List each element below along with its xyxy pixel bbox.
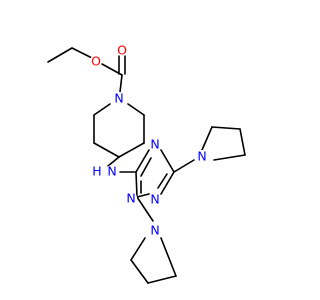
- triazine-nitrogen-5-label: N: [126, 191, 135, 206]
- bond-carbonyl-n: [119, 74, 123, 93]
- bond-tri-pyrr-bottom: [136, 196, 154, 222]
- bond-pip-n-c2: [93, 103, 111, 116]
- bond-pip-c3-c4: [93, 142, 120, 158]
- bond-tri-c2-n1: [135, 149, 150, 173]
- triazine-nitrogen-3-label: N: [150, 192, 159, 207]
- bond-tri-c6-n5: [160, 171, 175, 195]
- bond-tri-n5-c4: [136, 193, 150, 198]
- atom-labels: O O N N H N N N N N: [90, 43, 208, 238]
- triazine-nitrogen-1-label: N: [150, 137, 159, 152]
- bond-ethyl-o: [71, 47, 93, 59]
- bond-pyrr-top-3: [239, 128, 246, 156]
- pyrrolidine-top-nitrogen-label: N: [197, 149, 206, 164]
- molecule-structure: O O N N H N N N N N: [47, 43, 246, 284]
- ester-oxygen-label: O: [91, 54, 101, 69]
- bond-pyrr-top-1: [201, 126, 213, 151]
- bond-tri-inner-1: [140, 157, 152, 177]
- amine-nitrogen-label: N: [107, 164, 116, 179]
- bond-pyrr-top-4: [213, 154, 246, 161]
- pyrrolidine-bottom-nitrogen-label: N: [150, 223, 159, 238]
- amine-hydrogen-label: H: [92, 164, 101, 179]
- bond-tri-n1-c6: [160, 149, 175, 173]
- piperidine-nitrogen-label: N: [114, 91, 123, 106]
- bond-c4-nh: [107, 156, 120, 167]
- bond-pyrr-bottom-2: [130, 259, 149, 284]
- bond-tri-pyrr-top: [173, 159, 195, 173]
- bond-pip-c6-n: [127, 103, 145, 116]
- bond-pyrr-bottom-4: [160, 237, 177, 277]
- bond-tri-inner-2: [157, 173, 168, 189]
- bond-tri-c4-n3: [135, 171, 138, 198]
- bond-pyrr-bottom-1: [130, 237, 146, 261]
- bond-ethyl-ch3: [47, 47, 73, 63]
- bond-pip-c4-c5: [118, 142, 145, 158]
- carbonyl-oxygen-label: O: [117, 43, 127, 58]
- bond-pyrr-bottom-3: [147, 275, 177, 284]
- bond-pyrr-top-2: [211, 126, 241, 130]
